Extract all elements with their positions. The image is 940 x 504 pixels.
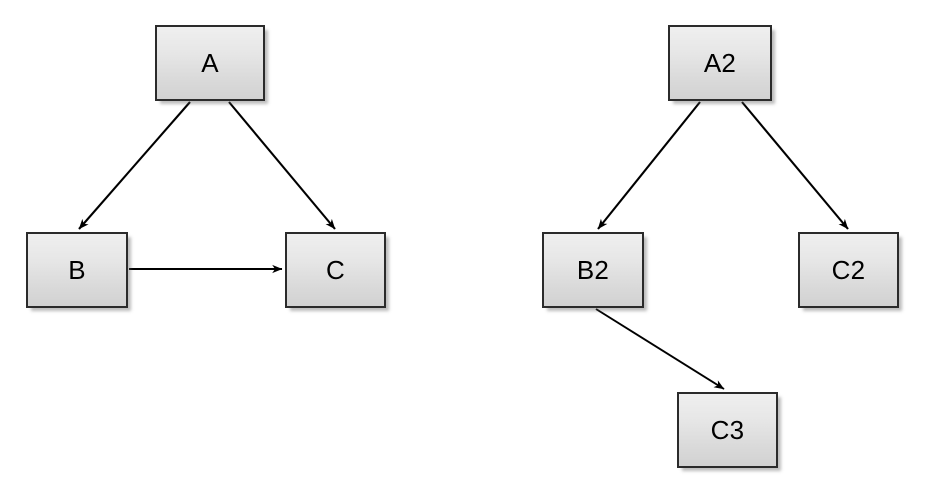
node-c3[interactable]: C3 bbox=[677, 392, 778, 468]
edge-a-to-b bbox=[78, 101, 191, 230]
edge-a2-to-b2 bbox=[597, 101, 701, 230]
node-a2[interactable]: A2 bbox=[668, 25, 772, 101]
node-c3-label: C3 bbox=[710, 415, 745, 445]
node-c-label: C bbox=[326, 255, 345, 285]
node-b[interactable]: B bbox=[26, 232, 128, 308]
node-a-label: A bbox=[201, 48, 219, 78]
node-b-label: B bbox=[68, 255, 86, 285]
node-c2-label: C2 bbox=[831, 255, 866, 285]
node-a2-label: A2 bbox=[703, 48, 737, 78]
node-a[interactable]: A bbox=[155, 25, 265, 101]
node-b2-label: B2 bbox=[576, 255, 610, 285]
node-c2[interactable]: C2 bbox=[798, 232, 899, 308]
node-c[interactable]: C bbox=[285, 232, 386, 308]
edge-a2-to-c2 bbox=[741, 101, 849, 230]
edge-a-to-c bbox=[228, 101, 336, 230]
node-b2[interactable]: B2 bbox=[542, 232, 644, 308]
edge-b2-to-c3 bbox=[595, 308, 725, 390]
